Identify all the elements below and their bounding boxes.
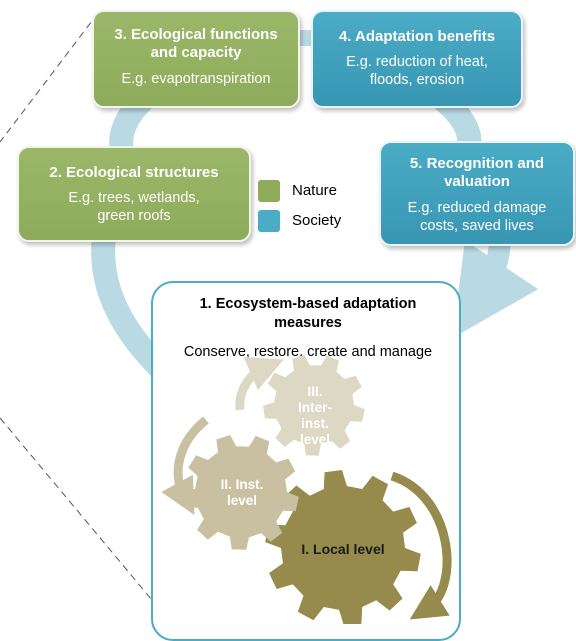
dashed-guide-line-top [0, 12, 99, 143]
ecological-functions-example: E.g. evapotranspiration [121, 71, 271, 87]
eba-measures-box: 1. Ecosystem-based adaptation measures C… [151, 281, 461, 641]
inter-inst-level-label: III. Inter- inst. level [285, 384, 345, 448]
inter-inst-level-label-line4: level [299, 432, 331, 447]
dashed-guide-line-bottom [0, 417, 173, 624]
inter-inst-level-label-line1: III. [307, 384, 323, 399]
inst-level-label-line1: II. Inst. [220, 477, 264, 492]
eba-diagram: 3. Ecological functions and capacity E.g… [0, 10, 575, 641]
ecological-structures-box: 2. Ecological structures E.g. trees, wet… [17, 146, 251, 242]
eba-measures-title-line2: measures [274, 315, 342, 331]
legend-swatch-society [258, 210, 280, 232]
ecological-functions-title-line1: 3. Ecological functions [114, 26, 278, 43]
adaptation-benefits-title: 4. Adaptation benefits [338, 28, 496, 45]
inter-inst-level-label-line2: Inter- [298, 400, 332, 415]
ecological-functions-title-line2: and capacity [150, 44, 242, 61]
cycle-arrow-5-to-1 [452, 237, 539, 338]
legend-label-society: Society [292, 212, 342, 229]
recognition-valuation-example-line2: costs, saved lives [420, 218, 534, 234]
recognition-valuation-example-line1: E.g. reduced damage [407, 200, 547, 216]
adaptation-benefits-box: 4. Adaptation benefits E.g. reduction of… [311, 10, 523, 108]
eba-measures-title-line1: 1. Ecosystem-based adaptation [199, 296, 417, 312]
adaptation-benefits-example-line2: floods, erosion [369, 72, 465, 88]
inter-inst-level-label-line3: inst. [301, 416, 329, 431]
ecological-structures-example-line2: green roofs [97, 208, 171, 224]
recognition-valuation-title-line2: valuation [444, 173, 510, 190]
local-level-label: I. Local level [301, 541, 385, 557]
ecological-structures-title: 2. Ecological structures [49, 164, 219, 181]
eba-measures-title: 1. Ecosystem-based adaptation measures [153, 295, 463, 333]
inst-level-label-line2: level [226, 493, 258, 508]
ecological-functions-box: 3. Ecological functions and capacity E.g… [92, 10, 300, 108]
inst-level-label: II. Inst. level [207, 477, 277, 509]
recognition-valuation-title-line1: 5. Recognition and [409, 155, 545, 172]
eba-measures-subtitle: Conserve, restore, create and manage [183, 344, 433, 360]
ecological-structures-example-line1: E.g. trees, wetlands, [68, 190, 200, 206]
legend-swatch-nature [258, 180, 280, 202]
adaptation-benefits-example-line1: E.g. reduction of heat, [346, 54, 488, 70]
legend-label-nature: Nature [292, 182, 338, 199]
recognition-valuation-box: 5. Recognition and valuation E.g. reduce… [379, 141, 575, 246]
